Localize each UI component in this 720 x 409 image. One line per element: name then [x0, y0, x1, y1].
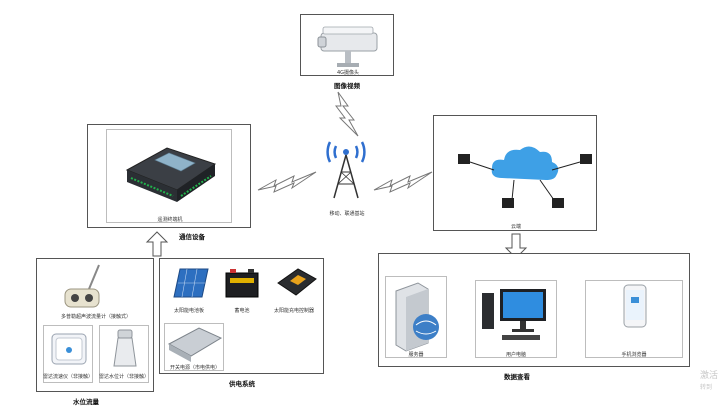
cloud-network-icon	[458, 146, 592, 208]
watermark-line-1: 激活	[700, 371, 719, 381]
radar-gauge-icon	[113, 329, 137, 367]
cloud-box: 云端	[433, 115, 597, 231]
controller-caption: 太阳能充电控制器	[273, 308, 314, 314]
psu-caption: 开关电源（市电供电）	[169, 365, 220, 371]
signal-tower-icon	[326, 141, 366, 199]
comm-device-title: 通信设备	[179, 233, 205, 241]
camera-caption: 4G摄像头	[336, 70, 360, 76]
comm-device-frame: 遥测终端机	[106, 129, 232, 223]
monitor-title: 数据查看	[504, 373, 530, 381]
solar-panel-icon	[173, 268, 209, 298]
activation-watermark: 激活 转到	[700, 370, 718, 394]
camera-title: 图像视频	[334, 82, 360, 90]
radar-gauge-frame	[99, 325, 149, 383]
desktop-computer-icon	[482, 289, 546, 340]
power-supply-icon	[167, 327, 223, 362]
up-arrow-icon	[145, 231, 169, 257]
radar-gauge-caption: 雷达水位计（非接触）	[98, 374, 149, 380]
tower-caption: 移动、联通基站	[329, 211, 365, 217]
power-box: 太阳能电池板 蓄电池 太阳能充电控制器 开关电源（市电供电）	[159, 258, 324, 374]
watermark-line-2: 转到	[700, 384, 713, 391]
phone-caption: 手机浏览器	[621, 352, 647, 358]
mobile-phone-icon	[623, 284, 647, 328]
pc-caption: 用户电脑	[505, 352, 526, 358]
comm-device-box: 遥测终端机	[87, 124, 251, 228]
comm-device-caption: 遥测终端机	[157, 217, 183, 223]
lightning-signal-icon	[257, 171, 317, 193]
flow-meter-icon	[64, 264, 100, 308]
server-caption: 服务器	[408, 352, 424, 358]
radar-flow-icon	[51, 333, 87, 365]
lightning-signal-icon	[373, 171, 433, 193]
monitor-box: 服务器 用户电脑 手机浏览器	[378, 253, 690, 367]
battery-caption: 蓄电池	[234, 308, 250, 314]
water-box: 多普勒超声波流量计（接触式） 雷达流速仪（非接触） 雷达水位计（非接触）	[36, 258, 154, 392]
cloud-caption: 云端	[510, 224, 521, 230]
radar-level-frame	[43, 325, 93, 383]
solar-caption: 太阳能电池板	[173, 308, 204, 314]
power-title: 供电系统	[229, 380, 255, 388]
phone-frame	[585, 280, 683, 358]
battery-icon	[225, 269, 259, 298]
camera-box: 4G摄像头	[300, 14, 394, 76]
charge-controller-icon	[277, 268, 317, 296]
server-icon	[395, 282, 439, 352]
pc-frame	[475, 280, 557, 358]
radar-level-caption: 雷达流速仪（非接触）	[42, 374, 93, 380]
camera-icon	[317, 26, 378, 67]
water-title: 水位流量	[73, 398, 99, 406]
psu-frame: 开关电源（市电供电）	[164, 323, 224, 371]
lightning-signal-icon	[335, 91, 359, 137]
telemetry-terminal-icon	[125, 147, 217, 202]
server-frame	[385, 276, 447, 358]
flow-meter-caption: 多普勒超声波流量计（接触式）	[60, 314, 131, 320]
